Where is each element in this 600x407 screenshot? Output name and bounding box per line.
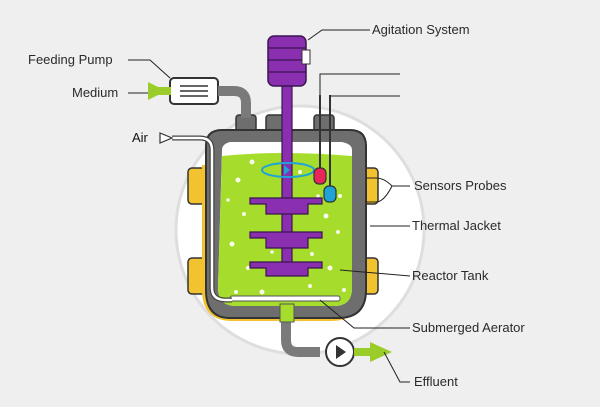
label-medium: Medium	[72, 85, 118, 100]
air-arrow-icon	[159, 132, 174, 144]
medium-inlet-stub	[155, 87, 171, 95]
leader-lines	[128, 29, 411, 383]
submerged-aerator	[229, 295, 341, 302]
pump-icon	[169, 77, 219, 105]
air-bubbles	[226, 159, 346, 295]
medium-pipe	[218, 86, 251, 118]
label-agitation-system: Agitation System	[372, 22, 470, 37]
label-sensors-probes: Sensors Probes	[414, 178, 507, 193]
effluent-pump	[325, 337, 355, 367]
label-feeding-pump: Feeding Pump	[28, 52, 113, 67]
label-effluent: Effluent	[414, 374, 458, 389]
sensor-probes	[313, 95, 337, 203]
label-submerged-aerator: Submerged Aerator	[412, 320, 525, 335]
outlet-valve	[279, 303, 295, 323]
motor-icon	[267, 35, 311, 87]
label-thermal-jacket: Thermal Jacket	[412, 218, 501, 233]
effluent-pipe	[354, 348, 372, 356]
rotation-arrow-icon	[261, 162, 315, 178]
outlet-arrow-icon	[370, 342, 392, 362]
label-air: Air	[132, 130, 149, 145]
air-inlet-line	[172, 135, 232, 303]
outlet-pipe	[281, 318, 320, 357]
label-reactor-tank: Reactor Tank	[412, 268, 489, 283]
